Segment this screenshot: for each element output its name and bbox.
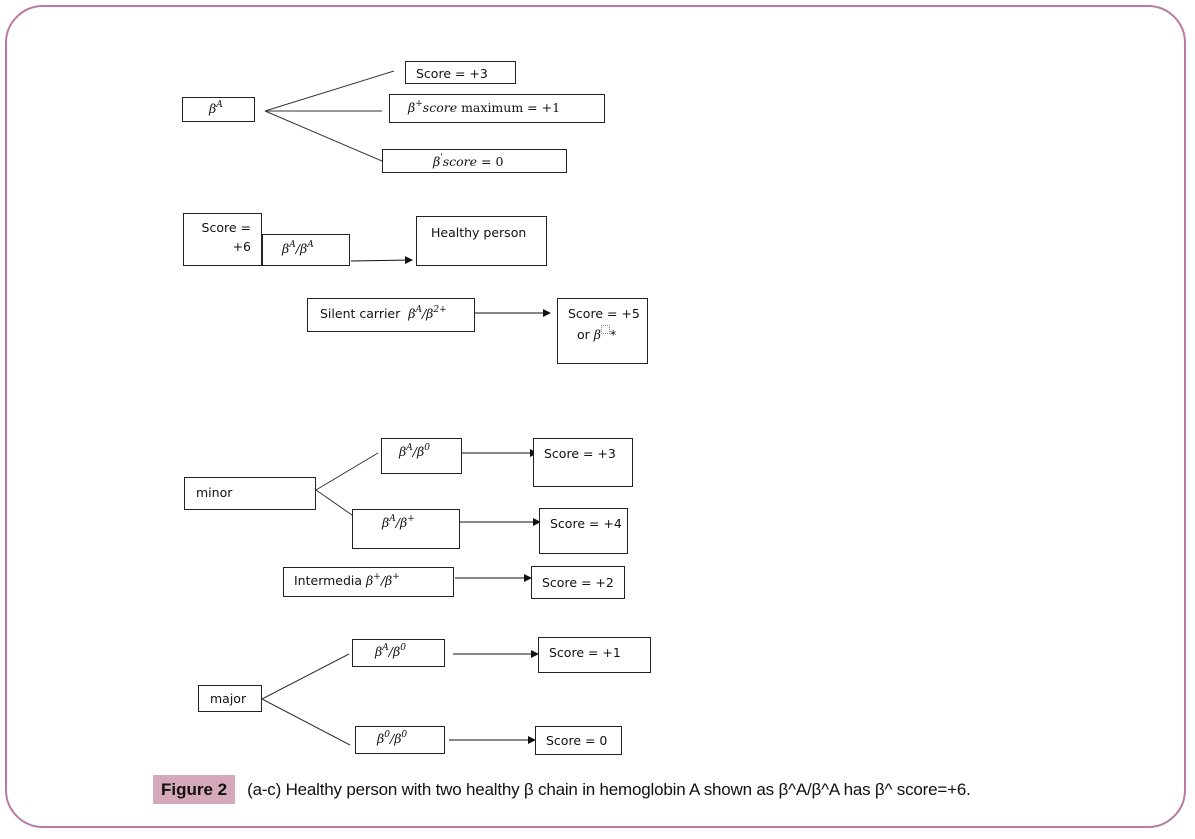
- node-beta-zero-score: β'score = 0: [382, 149, 567, 173]
- figure-label: Figure 2: [153, 775, 236, 804]
- score-word: score: [442, 154, 478, 170]
- node-intermedia-score-2: Score = +2: [531, 566, 625, 599]
- sup: A: [415, 305, 422, 315]
- node-minor-genotype-A0: βA/β0: [381, 438, 462, 474]
- sup: +: [407, 514, 415, 524]
- beta-symbol: β: [209, 101, 217, 117]
- score-value: maximum = +1: [457, 100, 561, 116]
- major-label: major: [210, 691, 247, 706]
- beta-symbol: β: [385, 573, 393, 589]
- node-major-genotype-A0: βA/β0: [352, 639, 445, 667]
- beta-symbol: β: [282, 241, 290, 257]
- or-text: or: [577, 327, 590, 342]
- slash: /: [421, 306, 427, 322]
- sup: +: [415, 99, 423, 109]
- node-intermedia: Intermedia β+/β+: [283, 567, 454, 597]
- node-major-score-1: Score = +1: [538, 637, 651, 673]
- slash: /: [395, 515, 400, 531]
- sup: A: [307, 240, 314, 250]
- carrier-label: Silent carrier: [320, 306, 401, 322]
- node-major-genotype-00: β0/β0: [355, 726, 445, 754]
- node-healthy-person: Healthy person: [416, 216, 547, 266]
- slash: /: [412, 444, 417, 460]
- slash: /: [295, 241, 300, 257]
- line-betaA-to-betazero: [264, 110, 383, 162]
- beta-symbol: β: [299, 241, 308, 257]
- sup: +: [392, 572, 400, 582]
- beta-symbol: β: [593, 327, 602, 342]
- beta-symbol: β: [392, 644, 401, 660]
- beta-symbol: β: [399, 515, 408, 531]
- beta-symbol: β: [433, 154, 441, 170]
- score-text: Score = +1: [549, 645, 621, 660]
- beta-symbol: β: [399, 444, 407, 460]
- node-score-plus6: Score = +6: [183, 213, 262, 266]
- node-beta-A: βA: [182, 97, 255, 122]
- beta-symbol: β: [366, 573, 374, 589]
- node-silent-carrier: Silent carrier βA/β2+: [307, 298, 475, 332]
- sup: 0: [400, 643, 406, 653]
- score-text: Score = +2: [542, 575, 614, 590]
- score-text: Score = +3: [416, 66, 488, 81]
- figure-caption: Figure 2 (a-c) Healthy person with two h…: [153, 775, 971, 804]
- sup: 0: [424, 443, 430, 453]
- node-major-score-0: Score = 0: [535, 726, 622, 755]
- score-value: = 0: [477, 154, 504, 170]
- beta-symbol: β: [408, 306, 416, 322]
- missing-glyph-icon: [601, 325, 611, 334]
- node-minor-score-4: Score = +4: [539, 508, 628, 554]
- sup: A: [289, 240, 296, 250]
- sup: 2+: [433, 305, 447, 315]
- figure-frame: [5, 5, 1186, 828]
- sup: 0: [401, 730, 408, 740]
- score-text: Score = 0: [546, 733, 608, 748]
- score-line-1: Score =: [201, 220, 251, 235]
- intermedia-label: Intermedia: [294, 573, 363, 589]
- result-text: Healthy person: [431, 225, 527, 240]
- score-word: score: [422, 100, 458, 116]
- beta-symbol: β: [416, 444, 425, 460]
- arrow-healthy: [350, 256, 413, 265]
- sup: ': [440, 153, 443, 163]
- node-major: major: [198, 685, 262, 712]
- sup: A: [382, 643, 389, 653]
- beta-symbol: β: [408, 100, 416, 116]
- beta-symbol: β: [377, 731, 385, 747]
- sup: A: [406, 443, 413, 453]
- line-betaA-to-score3: [264, 70, 395, 112]
- sup: 0: [384, 730, 390, 740]
- sup: A: [389, 514, 396, 524]
- beta-symbol: β: [382, 515, 390, 531]
- slash: /: [380, 573, 386, 589]
- sup: A: [216, 100, 223, 110]
- line-major-up: [261, 653, 350, 700]
- node-genotype-AA: βA/βA: [262, 234, 350, 266]
- line-major-down: [261, 698, 351, 746]
- node-minor: minor: [184, 477, 316, 510]
- line-minor-up: [315, 452, 379, 491]
- slash: /: [388, 644, 393, 660]
- node-beta-plus-score: β+score maximum = +1: [389, 94, 605, 123]
- score-line-1: Score = +5: [568, 306, 640, 321]
- node-minor-genotype-Aplus: βA/β+: [352, 509, 460, 549]
- score-text: Score = +4: [550, 516, 622, 531]
- caption-text: (a-c) Healthy person with two healthy β …: [247, 779, 971, 799]
- asterisk: *: [610, 327, 617, 342]
- node-score-plus5: Score = +5 or β *: [557, 298, 648, 364]
- line-minor-down: [315, 489, 353, 516]
- score-text: Score = +3: [544, 446, 616, 461]
- sup: +: [373, 572, 381, 582]
- beta-symbol: β: [375, 644, 383, 660]
- slash: /: [389, 731, 395, 747]
- minor-label: minor: [196, 485, 233, 500]
- node-minor-score-3: Score = +3: [533, 438, 633, 487]
- score-line-2: +6: [232, 239, 251, 254]
- node-score-plus3: Score = +3: [405, 61, 516, 84]
- beta-symbol: β: [426, 306, 434, 322]
- beta-symbol: β: [394, 731, 402, 747]
